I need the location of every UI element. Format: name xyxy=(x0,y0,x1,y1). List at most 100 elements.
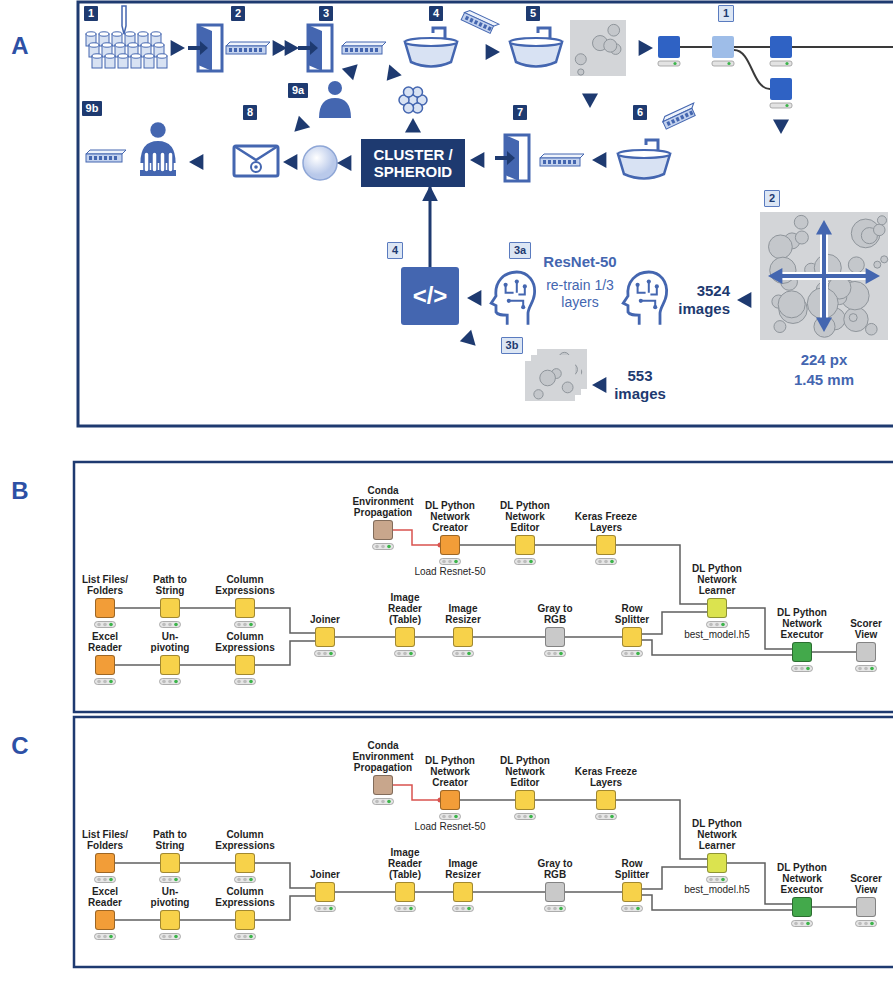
status-light xyxy=(109,623,113,627)
cell-cluster xyxy=(794,215,808,229)
workflow-node: DL Python Network Editor xyxy=(515,535,535,555)
status-light xyxy=(721,623,725,627)
node-annotation: best_model.h5 xyxy=(677,629,757,640)
status-bar xyxy=(712,61,734,66)
workflow-node: Image Reader (Table) xyxy=(395,627,415,647)
status-light xyxy=(870,667,874,671)
status-light xyxy=(103,878,107,882)
status-bar-frame xyxy=(515,559,536,565)
cell xyxy=(404,87,414,97)
plate-well xyxy=(104,156,107,160)
callout-number-badge: 9a xyxy=(288,83,308,98)
cell-cluster xyxy=(774,321,786,333)
pipette xyxy=(122,6,126,34)
node-label: Scorer View xyxy=(843,873,889,895)
door-icon xyxy=(495,135,529,181)
plate-well xyxy=(543,160,546,164)
status-light xyxy=(97,878,101,882)
washer-rim xyxy=(618,150,670,158)
flow-arrow xyxy=(592,377,606,393)
plate-well xyxy=(666,121,670,126)
workflow-node: Row Splitter xyxy=(622,882,642,902)
person-head xyxy=(328,81,342,95)
flow-arrow xyxy=(283,154,297,170)
image-ground xyxy=(760,212,888,340)
workflow-node: Un- pivoting xyxy=(160,655,180,675)
status-bar xyxy=(621,650,643,657)
circuit-dot xyxy=(636,283,640,287)
plate-well xyxy=(94,156,97,160)
status-bar xyxy=(394,905,416,912)
status-light xyxy=(243,878,247,882)
box-label: CLUSTER / SPHEROID xyxy=(365,146,461,180)
node-label: Column Expressions xyxy=(211,574,279,596)
status-bar xyxy=(514,558,536,565)
status-light xyxy=(375,545,379,549)
door-arrow xyxy=(298,46,311,50)
status-bar-frame xyxy=(440,559,461,565)
status-light xyxy=(409,652,413,656)
workflow-node: DL Python Network Learnerbest_model.h5 xyxy=(707,853,727,873)
status-light xyxy=(97,935,101,939)
flow-arrow xyxy=(773,120,789,134)
node-label: Column Expressions xyxy=(211,631,279,653)
well-top xyxy=(112,32,122,36)
plate-well xyxy=(675,117,679,122)
status-light xyxy=(455,907,459,911)
status-bar xyxy=(544,650,566,657)
status-light xyxy=(243,935,247,939)
status-bar-frame xyxy=(545,906,566,912)
status-bar-frame xyxy=(545,651,566,657)
status-light xyxy=(721,878,725,882)
connector xyxy=(180,919,235,921)
cell-cluster xyxy=(848,257,864,273)
status-light xyxy=(103,623,107,627)
workflow-node: List Files/ Folders xyxy=(95,598,115,618)
status-bar xyxy=(314,905,336,912)
callout-number: 4 xyxy=(433,7,439,20)
node-label: DL Python Network Editor xyxy=(496,755,554,788)
status-bar-frame xyxy=(235,622,256,628)
circuit-dot xyxy=(647,280,651,284)
image-count: 3524 images xyxy=(674,282,730,318)
callout-number: 8 xyxy=(247,106,253,119)
status-bar xyxy=(595,813,617,820)
plate-well xyxy=(685,113,689,118)
flow-arrow xyxy=(639,40,653,56)
status-bar xyxy=(159,933,181,940)
status-light xyxy=(800,667,804,671)
status-bar xyxy=(234,621,256,628)
status-light xyxy=(448,560,452,564)
status-light xyxy=(673,62,676,65)
door-arrow xyxy=(188,46,201,50)
status-light xyxy=(168,680,172,684)
well-top xyxy=(125,32,135,36)
node-annotation: best_model.h5 xyxy=(677,884,757,895)
status-light xyxy=(249,680,253,684)
callout-number-badge: 2 xyxy=(764,190,780,207)
person-head xyxy=(150,122,165,137)
status-light xyxy=(870,922,874,926)
plate-well xyxy=(365,48,368,52)
plate-well xyxy=(114,156,117,160)
plate-well xyxy=(239,48,242,52)
connector xyxy=(115,607,160,609)
status-bar-frame xyxy=(315,906,336,912)
mail-icon xyxy=(234,146,278,176)
test-tube xyxy=(144,152,149,172)
callout-number: 3a xyxy=(514,244,526,257)
status-light xyxy=(403,652,407,656)
workflow-node: Excel Reader xyxy=(95,655,115,675)
node-label: Joiner xyxy=(303,869,347,880)
well-top xyxy=(89,43,99,47)
plate-well xyxy=(249,48,252,52)
flow-arrow xyxy=(342,59,363,80)
status-bar-frame xyxy=(95,622,116,628)
status-light xyxy=(162,680,166,684)
door-leaf xyxy=(308,25,322,71)
plate-top xyxy=(226,42,270,46)
door-leaf xyxy=(198,25,212,71)
image-count: 553 images xyxy=(612,367,668,403)
status-light xyxy=(323,907,327,911)
status-bar xyxy=(791,920,813,927)
